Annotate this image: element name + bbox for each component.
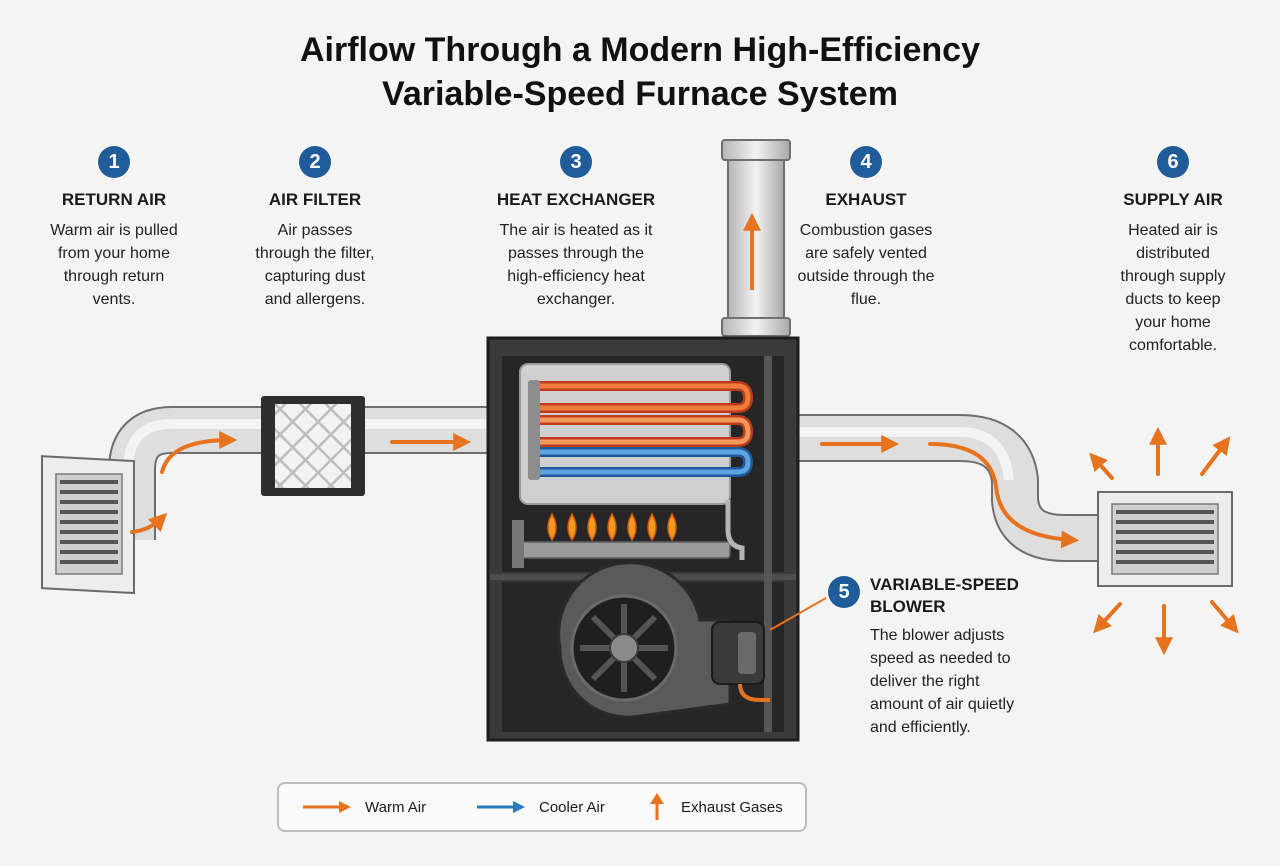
legend-label: Warm Air bbox=[365, 798, 427, 816]
title-line-2: Variable-Speed Furnace System bbox=[382, 75, 898, 113]
step-title: EXHAUST bbox=[825, 190, 907, 209]
right-arrow-icon bbox=[303, 801, 351, 813]
page-title: Airflow Through a Modern High-Efficiency… bbox=[0, 28, 1280, 116]
heat-exchanger bbox=[519, 363, 754, 505]
supply-vent-grille bbox=[1097, 491, 1233, 587]
warm-air-arrows bbox=[130, 431, 1080, 549]
legend-item-exhaust-gases: Exhaust Gases bbox=[649, 784, 783, 830]
burner-assembly bbox=[512, 500, 745, 568]
legend-label: Cooler Air bbox=[539, 798, 605, 816]
step-exhaust: 4 EXHAUST Combustion gases are safely ve… bbox=[788, 146, 944, 311]
supply-duct bbox=[790, 414, 1105, 562]
step-description: Warm air is pulled from your home throug… bbox=[50, 222, 178, 308]
step-number-badge: 1 bbox=[98, 146, 130, 178]
step-title: VARIABLE-SPEED BLOWER bbox=[870, 575, 1019, 616]
legend-item-cooler-air: Cooler Air bbox=[475, 784, 605, 830]
title-line-1: Airflow Through a Modern High-Efficiency bbox=[300, 31, 980, 69]
step-return-air: 1 RETURN AIR Warm air is pulled from you… bbox=[36, 146, 192, 311]
step-description: The blower adjusts speed as needed to de… bbox=[870, 627, 1015, 736]
up-arrow-icon bbox=[650, 793, 664, 820]
step-air-filter: 2 AIR FILTER Air passes through the filt… bbox=[240, 146, 390, 311]
legend-label: Exhaust Gases bbox=[681, 798, 783, 816]
supply-air-arrows bbox=[1089, 426, 1239, 656]
return-vent-grille bbox=[41, 455, 135, 595]
step-description: The air is heated as it passes through t… bbox=[499, 222, 653, 308]
step-description: Air passes through the filter, capturing… bbox=[255, 222, 375, 308]
step-title: AIR FILTER bbox=[268, 190, 362, 209]
step-number-badge: 2 bbox=[299, 146, 331, 178]
right-arrow-icon bbox=[477, 801, 525, 813]
step-number-badge: 5 bbox=[828, 576, 860, 608]
legend: Warm Air Cooler Air Exhaust Gases bbox=[277, 782, 807, 832]
step-number-badge: 4 bbox=[850, 146, 882, 178]
step-heat-exchanger: 3 HEAT EXCHANGER The air is heated as it… bbox=[484, 146, 668, 311]
step-title: HEAT EXCHANGER bbox=[496, 190, 656, 209]
step-number-badge: 3 bbox=[560, 146, 592, 178]
step-number-badge: 6 bbox=[1157, 146, 1189, 178]
step-description: Heated air is distributed through supply… bbox=[1120, 222, 1226, 354]
legend-item-warm-air: Warm Air bbox=[301, 784, 426, 830]
step-title: RETURN AIR bbox=[61, 190, 167, 209]
exhaust-flue-pipe bbox=[721, 139, 791, 345]
variable-speed-blower bbox=[557, 561, 827, 719]
step-description: Combustion gases are safely vented outsi… bbox=[797, 222, 935, 308]
step-supply-air: 6 SUPPLY AIR Heated air is distributed t… bbox=[1098, 146, 1248, 357]
step-title: SUPPLY AIR bbox=[1123, 190, 1223, 209]
air-filter bbox=[261, 396, 365, 496]
